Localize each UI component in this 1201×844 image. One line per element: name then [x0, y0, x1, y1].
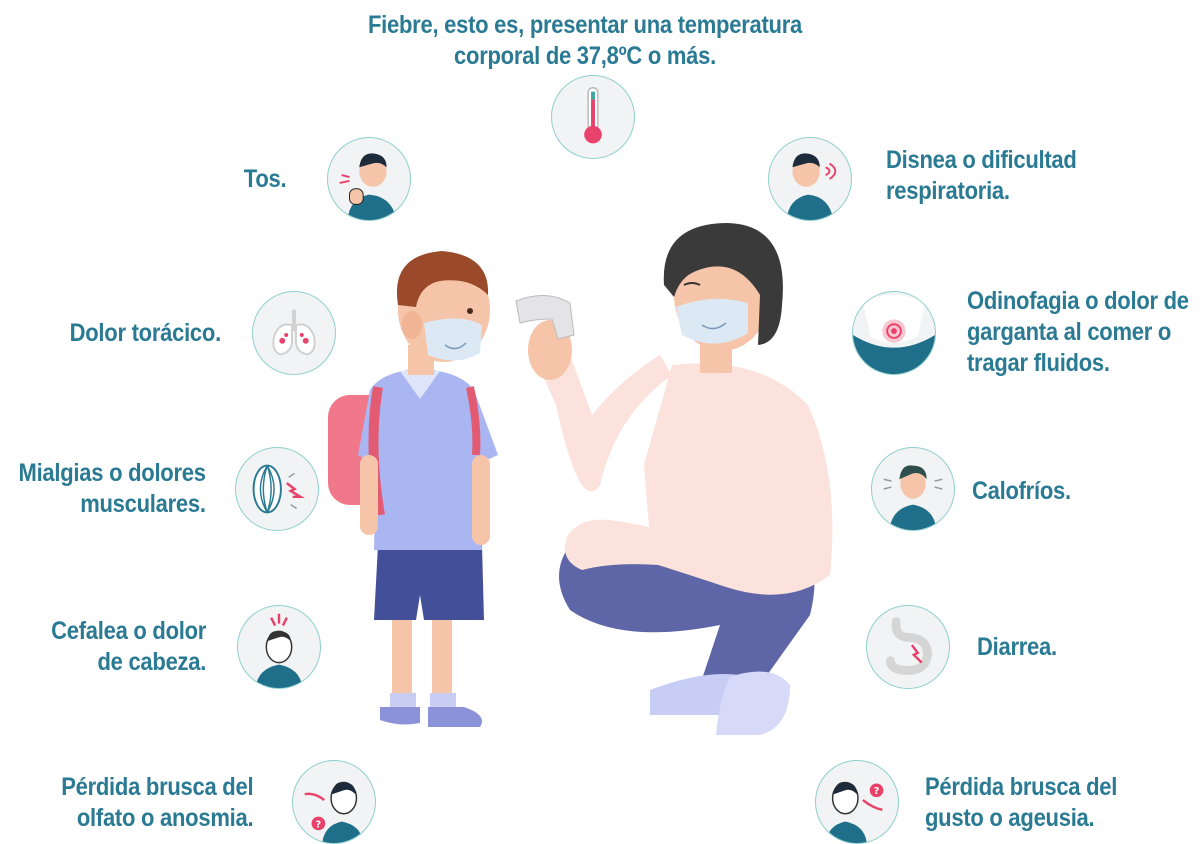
muscle-icon [235, 447, 319, 531]
anosmia-line1: Pérdida brusca del [60, 773, 253, 801]
temperature-check-illustration [320, 215, 840, 745]
myalgia-line1: Mialgias o dolores [18, 459, 206, 487]
chills-line1: Calofríos. [972, 477, 1071, 505]
smell-icon: ? [292, 760, 376, 844]
fever-label: Fiebre, esto es, presentar una temperatu… [361, 10, 810, 72]
fever-line2: corporal de 37,8ºC o más. [454, 42, 716, 70]
myalgia-label: Mialgias o dolores musculares. [19, 458, 206, 520]
throat-icon [852, 291, 936, 375]
ageusia-label: Pérdida brusca del gusto o ageusia. [925, 772, 1117, 834]
headache-line1: Cefalea o dolor [51, 617, 206, 645]
dyspnea-label: Disnea o dificultad respiratoria. [886, 145, 1077, 207]
odynophagia-line2: garganta al comer o [967, 318, 1172, 346]
diarrhea-label: Diarrea. [977, 632, 1057, 663]
anosmia-line2: olfato o anosmia. [76, 804, 254, 832]
cough-icon [327, 137, 411, 221]
headache-label: Cefalea o dolor de cabeza. [51, 616, 206, 678]
dyspnea-line1: Disnea o dificultad [886, 146, 1077, 174]
chills-icon [871, 447, 955, 531]
stomach-icon [866, 605, 950, 689]
lungs-icon [252, 291, 336, 375]
svg-text:?: ? [316, 819, 322, 830]
chills-label: Calofríos. [972, 476, 1071, 507]
ageusia-line1: Pérdida brusca del [925, 773, 1118, 801]
fever-line1: Fiebre, esto es, presentar una temperatu… [368, 11, 802, 39]
thermometer-icon [551, 75, 635, 159]
taste-icon: ? [815, 760, 899, 844]
svg-text:?: ? [874, 786, 880, 797]
headache-line2: de cabeza. [97, 648, 206, 676]
chest-pain-line1: Dolor torácico. [69, 319, 222, 347]
infrared-thermometer [515, 295, 575, 340]
cough-label: Tos. [243, 164, 286, 195]
dyspnea-line2: respiratoria. [886, 177, 1010, 205]
odynophagia-label: Odinofagia o dolor de garganta al comer … [967, 286, 1189, 379]
ageusia-line2: gusto o ageusia. [925, 804, 1095, 832]
myalgia-line2: musculares. [80, 490, 206, 518]
odynophagia-line3: tragar fluidos. [967, 349, 1110, 377]
diarrhea-line1: Diarrea. [977, 633, 1057, 661]
cough-line1: Tos. [243, 165, 286, 193]
odynophagia-line1: Odinofagia o dolor de [967, 287, 1189, 315]
anosmia-label: Pérdida brusca del olfato o anosmia. [61, 772, 253, 834]
breathing-icon [768, 137, 852, 221]
chest-pain-label: Dolor torácico. [69, 318, 222, 349]
headache-icon [237, 605, 321, 689]
